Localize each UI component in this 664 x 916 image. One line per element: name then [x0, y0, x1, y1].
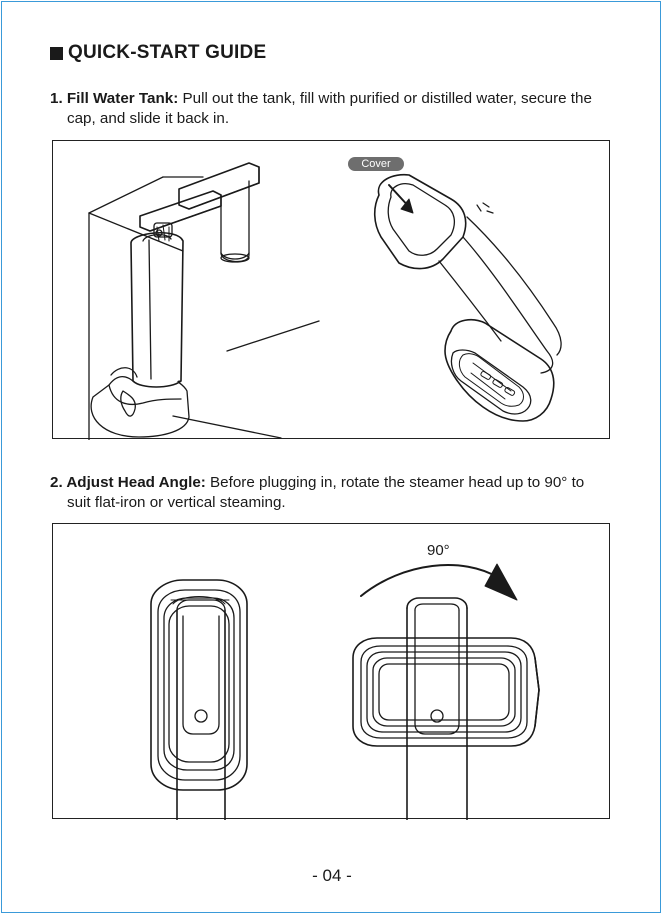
- step-2-label: 2. Adjust Head Angle:: [50, 474, 206, 491]
- click-marks: [477, 203, 493, 213]
- rotation-angle-label: 90°: [427, 542, 450, 559]
- steamer-head-vertical: [151, 580, 247, 820]
- step-1-label: 1. Fill Water Tank:: [50, 90, 178, 107]
- step-1-text-line1: Pull out the tank, fill with purified or…: [178, 90, 592, 107]
- step-1-instruction: 1. Fill Water Tank: Pull out the tank, f…: [50, 89, 650, 129]
- cover-pointer-arrow: [389, 185, 413, 213]
- rotation-arrow: [361, 564, 517, 600]
- steamer-head-horizontal: [353, 598, 539, 820]
- page-title: QUICK-START GUIDE: [50, 42, 266, 64]
- step-2-instruction: 2. Adjust Head Angle: Before plugging in…: [50, 473, 650, 513]
- steamer-head-with-cover: [375, 175, 561, 421]
- step-2-text-line2: suit flat-iron or vertical steaming.: [50, 493, 650, 513]
- page-title-text: QUICK-START GUIDE: [68, 42, 266, 64]
- title-bullet-square: [50, 47, 63, 60]
- head-angle-illustration: 90°: [52, 523, 610, 819]
- step-2-text-line1: Before plugging in, rotate the steamer h…: [206, 474, 584, 491]
- table-outline: [89, 177, 319, 440]
- steamer-body: [91, 223, 189, 437]
- water-tank-open: [140, 163, 259, 262]
- page-number: - 04 -: [0, 866, 664, 886]
- step-1-text-line2: cap, and slide it back in.: [50, 109, 650, 129]
- cover-callout-label: Cover: [348, 157, 404, 171]
- fill-tank-illustration: Cover: [52, 140, 610, 439]
